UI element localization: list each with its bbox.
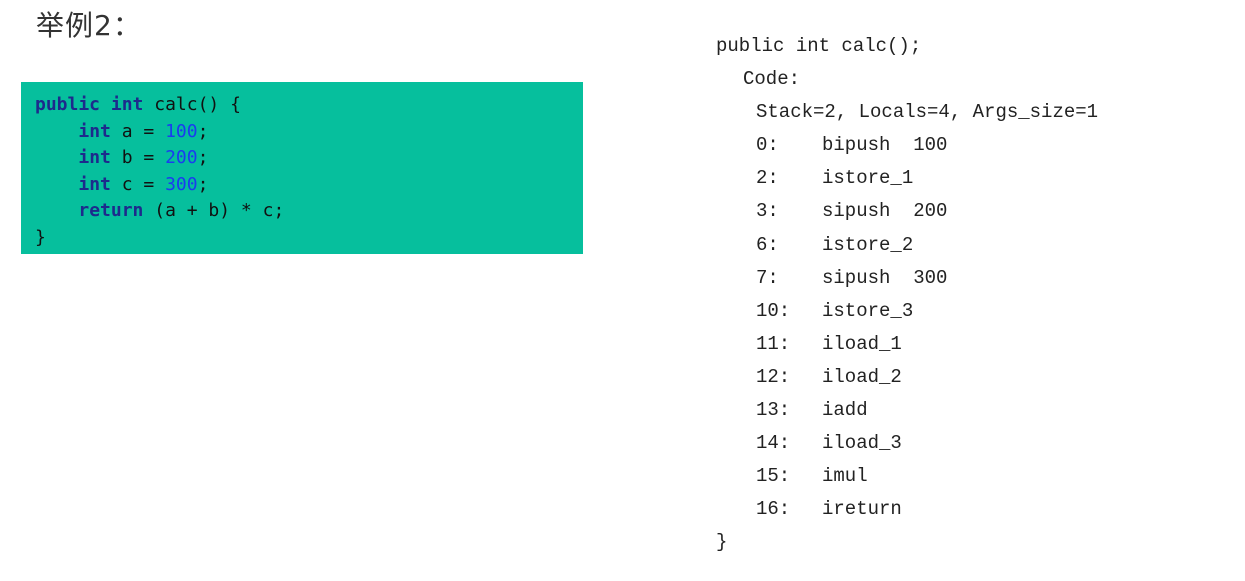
keyword: int [78,147,111,168]
instruction-op: istore_3 [822,299,914,322]
instruction-op: istore_2 [822,233,914,256]
code-line-decl: int b = 200; [35,145,583,172]
code-text: calc() { [154,94,241,115]
code-text: c = [121,173,166,195]
instruction-op: ireturn [822,498,902,521]
slide-title: 举例2： [36,9,142,42]
bytecode-listing: public int calc(); Code: Stack=2, Locals… [716,30,1098,560]
instruction-offset: 2: [756,167,779,190]
number-literal: 300 [165,173,198,195]
instruction-op: iload_3 [822,432,902,455]
instruction-offset: 6: [756,233,779,256]
code-text: ; [197,173,209,195]
bytecode-instruction: 11: iload_1 [716,328,1098,361]
instruction-offset: 10: [756,299,791,322]
code-text: a = [121,120,166,142]
bytecode-instruction: 7: sipush 300 [716,262,1098,295]
keyword: public [35,94,101,115]
instruction-op: istore_1 [822,167,914,190]
instruction-op: iload_2 [822,365,902,388]
code-text: b = [121,147,166,168]
number-literal: 200 [165,147,198,168]
keyword: int [78,173,111,195]
instruction-offset: 13: [756,399,791,422]
keyword: int [110,94,144,115]
bytecode-instruction: 13: iadd [716,394,1098,427]
bytecode-instruction: 16: ireturn [716,493,1098,526]
keyword: return [78,200,144,221]
bytecode-instruction: 0: bipush 100 [716,129,1098,162]
instruction-op: bipush 100 [822,134,948,157]
instruction-op: sipush 300 [822,266,948,289]
instruction-op: sipush 200 [822,200,948,223]
code-text: ; [197,147,209,168]
instruction-op: iadd [822,399,868,422]
code-line-signature: public int calc() { [35,92,583,119]
keyword: int [78,120,111,142]
instruction-op: iload_1 [822,332,902,355]
bytecode-instructions: 0: bipush 100 2: istore_1 3: sipush 200 6: isto… [716,129,1098,526]
bytecode-instruction: 12: iload_2 [716,361,1098,394]
java-source-code: public int calc() { int a = 100; int b =… [21,82,583,254]
instruction-offset: 11: [756,332,791,355]
instruction-offset: 3: [756,200,779,223]
code-line-close: } [35,226,46,248]
instruction-offset: 7: [756,266,779,289]
code-text: ; [197,120,209,142]
instruction-offset: 16: [756,498,791,521]
bytecode-instruction: 2: istore_1 [716,162,1098,195]
instruction-op: imul [822,465,868,488]
code-line-decl: int c = 300; [35,172,583,199]
instruction-offset: 15: [756,465,791,488]
bytecode-close: } [716,531,728,554]
bytecode-stack-info: Stack=2, Locals=4, Args_size=1 [756,101,1099,124]
instruction-offset: 12: [756,365,791,388]
code-text: (a + b) * c; [154,200,285,221]
instruction-offset: 0: [756,134,779,157]
number-literal: 100 [165,120,198,142]
bytecode-instruction: 15: imul [716,460,1098,493]
bytecode-instruction: 6: istore_2 [716,229,1098,262]
bytecode-instruction: 3: sipush 200 [716,195,1098,228]
bytecode-instruction: 10: istore_3 [716,295,1098,328]
code-line-return: return (a + b) * c; [35,198,583,225]
code-line-decl: int a = 100; [35,119,583,146]
bytecode-code-label: Code: [743,68,801,91]
bytecode-instruction: 14: iload_3 [716,427,1098,460]
instruction-offset: 14: [756,432,791,455]
bytecode-signature: public int calc(); [716,35,922,57]
